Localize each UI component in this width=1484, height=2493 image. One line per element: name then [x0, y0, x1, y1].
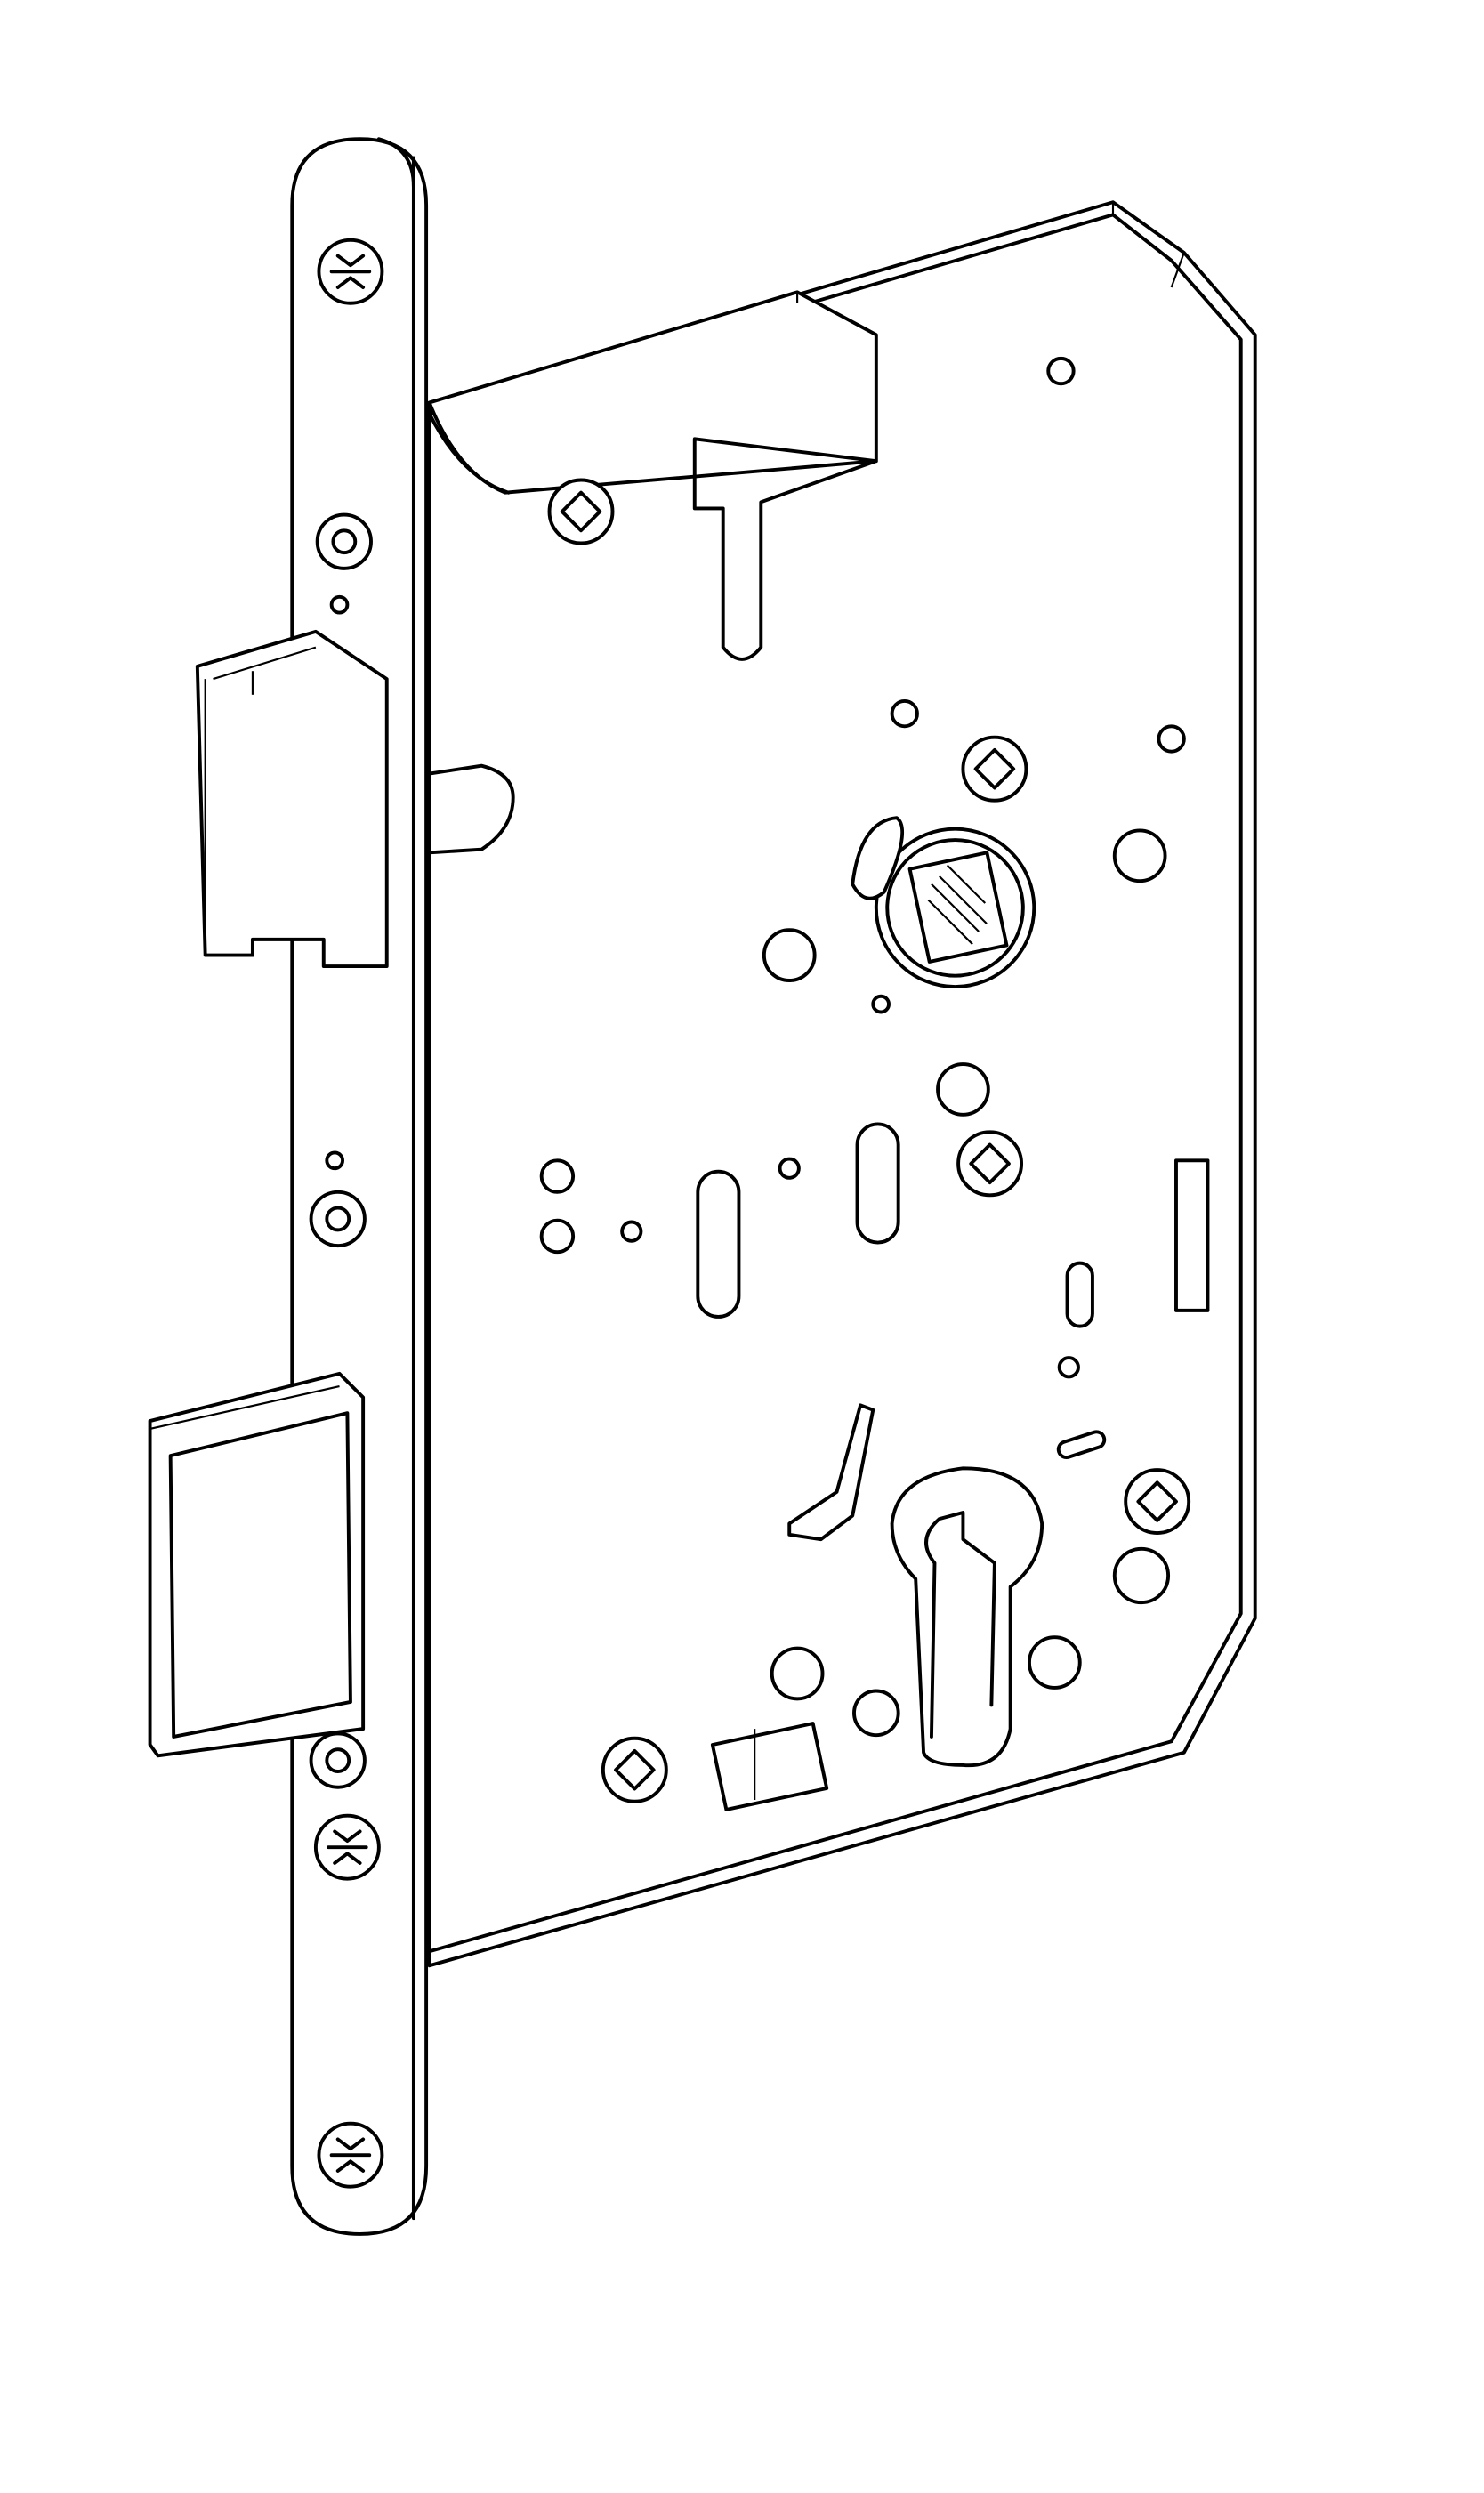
top-cover [427, 290, 878, 661]
torx-screw-icon [601, 1736, 668, 1803]
body-screws [547, 478, 1191, 1803]
torx-screw-icon [317, 238, 384, 305]
torx-screw-icon [313, 1813, 381, 1881]
torx-screw-icon [956, 1130, 1024, 1198]
faceplate [290, 137, 429, 2236]
case-slots [696, 1122, 1210, 1811]
torx-screw-icon [1124, 1468, 1191, 1536]
square-follower-icon [851, 816, 1036, 989]
torx-screw-icon [309, 1190, 367, 1248]
euro-cylinder-hole-icon [890, 1466, 1044, 1768]
dead-bolt-icon [148, 1371, 366, 1758]
torx-screw-icon [547, 478, 615, 545]
torx-screw-icon [309, 1731, 367, 1789]
torx-screw-icon [317, 2121, 384, 2189]
latch-pin [427, 763, 515, 855]
faceplate-screws [309, 238, 384, 2189]
lock-case [427, 200, 1257, 1968]
case-holes [539, 356, 1186, 1738]
torx-screw-icon [961, 735, 1028, 803]
latch-bolt-icon [195, 629, 389, 968]
torx-screw-icon [315, 512, 373, 570]
